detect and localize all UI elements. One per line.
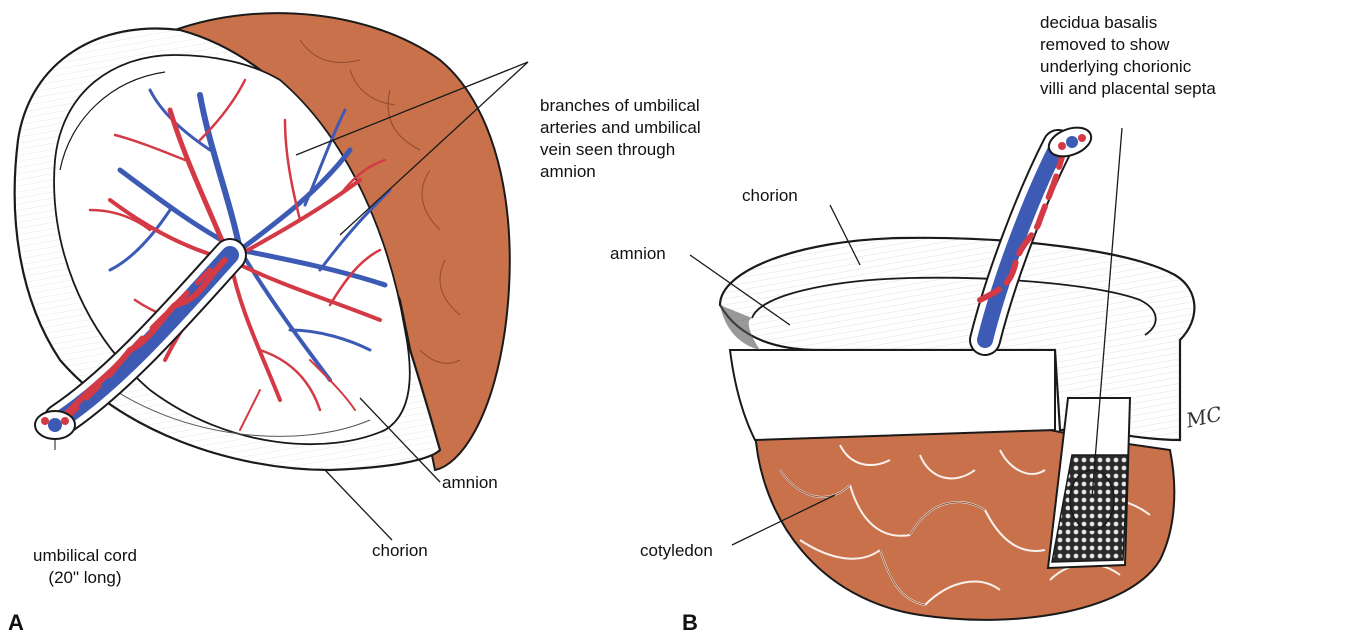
label-decidua: decidua basalis removed to show underlyi… (1040, 12, 1216, 100)
panel-letter-b: B (682, 610, 698, 636)
label-branches-line-3: vein seen through (540, 139, 701, 161)
label-chorion-a: chorion (372, 540, 428, 562)
label-decidua-line-1: decidua basalis (1040, 12, 1216, 34)
cut-flap-b (730, 350, 1055, 440)
label-branches-line-4: amnion (540, 161, 701, 183)
label-decidua-line-3: underlying chorionic (1040, 56, 1216, 78)
panel-a-drawing (15, 13, 528, 540)
panel-letter-a: A (8, 610, 24, 636)
label-branches-line-1: branches of umbilical (540, 95, 701, 117)
label-amnion-b: amnion (610, 243, 666, 265)
label-cotyledon: cotyledon (640, 540, 713, 562)
label-umbilical-cord: umbilical cord (20" long) (5, 545, 165, 589)
label-branches-line-2: arteries and umbilical (540, 117, 701, 139)
label-umbilical-cord-line-2: (20" long) (5, 567, 165, 589)
label-amnion-a: amnion (442, 472, 498, 494)
label-umbilical-cord-line-1: umbilical cord (5, 545, 165, 567)
label-decidua-line-2: removed to show (1040, 34, 1216, 56)
label-decidua-line-4: villi and placental septa (1040, 78, 1216, 100)
label-chorion-b: chorion (742, 185, 798, 207)
label-branches: branches of umbilical arteries and umbil… (540, 95, 701, 183)
